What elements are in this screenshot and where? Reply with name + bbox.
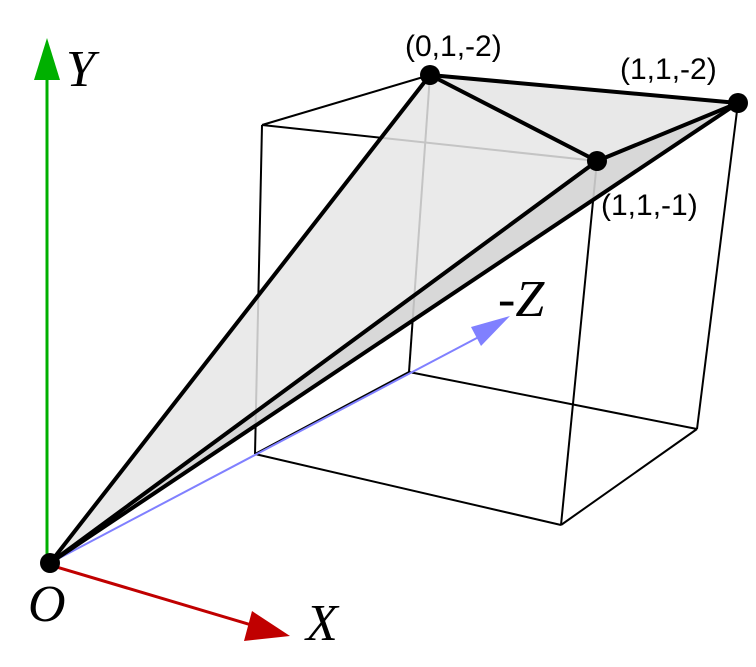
- z-axis: [49, 316, 510, 564]
- tetrahedron-edge: [48, 159, 599, 565]
- cube-edge: [408, 371, 698, 430]
- cube-edge: [696, 102, 739, 430]
- tetrahedron: [48, 73, 740, 565]
- vertex-point: [587, 151, 607, 171]
- origin-label: O: [28, 576, 66, 633]
- vertex-label: (1,1,-1): [601, 189, 698, 222]
- origin-point: [40, 553, 60, 573]
- y-axis-label: Y: [66, 41, 100, 98]
- labels: Y X -Z O (0,1,-2) (1,1,-2) (1,1,-1): [28, 30, 717, 652]
- tetrahedron-edge: [429, 73, 739, 105]
- vertex-label: (0,1,-2): [405, 30, 502, 63]
- z-axis-line: [49, 329, 493, 564]
- y-axis: [34, 38, 60, 563]
- cube-edge: [560, 428, 698, 526]
- y-axis-arrowhead: [34, 38, 60, 80]
- tetrahedron-edge: [48, 101, 740, 565]
- x-axis-line: [49, 563, 259, 629]
- tetrahedron-edge: [596, 101, 739, 163]
- cube-edge: [254, 453, 562, 526]
- tetrahedron-edge: [429, 73, 598, 163]
- x-axis-arrowhead: [244, 611, 290, 641]
- z-axis-label: -Z: [498, 271, 545, 328]
- x-axis: [49, 563, 290, 641]
- tetrahedron-face: [50, 75, 597, 563]
- cube-edge: [560, 160, 598, 526]
- tetrahedron-edge: [48, 73, 432, 565]
- vertex-label: (1,1,-2): [620, 53, 717, 86]
- x-axis-label: X: [304, 595, 340, 652]
- z-axis-arrowhead: [471, 316, 510, 346]
- vertex-point: [420, 65, 440, 85]
- vertex-point: [728, 93, 748, 113]
- cube-edge: [261, 74, 431, 126]
- vertices: [40, 65, 748, 573]
